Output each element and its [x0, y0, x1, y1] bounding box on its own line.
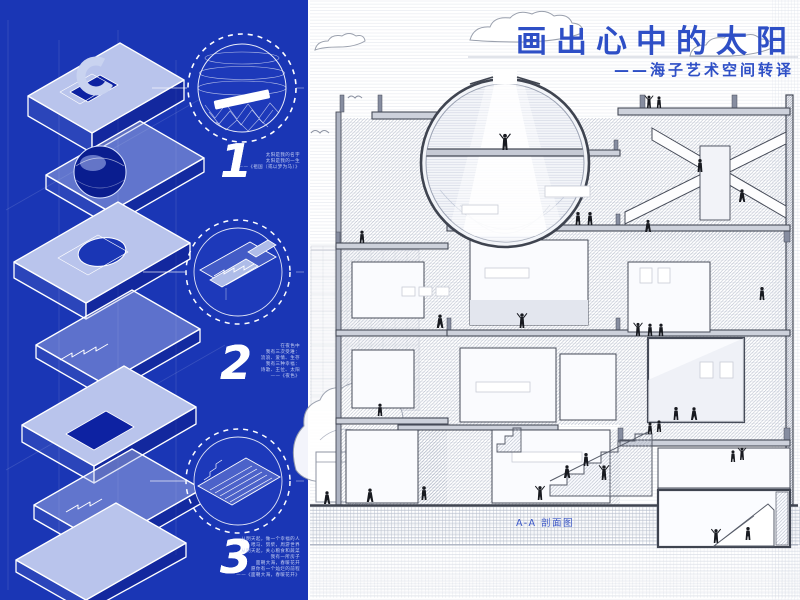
quote-line: 从明天起，做一个幸福的人	[241, 537, 300, 542]
artwork	[544, 185, 591, 198]
quote-line: 流浪、爱情、生存	[260, 356, 300, 361]
room-floor-shade	[648, 338, 744, 422]
poster-title: 画出心中的太阳	[516, 24, 796, 60]
index-number-2: 2	[220, 336, 253, 390]
connector-lines	[143, 87, 187, 482]
building-section	[323, 70, 794, 506]
bird-icon	[347, 95, 363, 99]
roof-opening	[493, 70, 517, 84]
c-shaped-wall	[76, 56, 116, 96]
poem-quote-3: 从明天起，做一个幸福的人 喂马、劈柴，周游世界 从明天起，关心粮食和蔬菜 我有一…	[150, 537, 300, 579]
sphere-slot	[213, 89, 270, 110]
grand-stair	[549, 433, 653, 497]
index-number-1: 1	[220, 134, 253, 188]
ramps	[624, 127, 787, 225]
room	[351, 349, 415, 409]
quote-line: 在夜色中	[280, 344, 300, 349]
quote-attribution: ——《祖国（或以梦为马）》	[238, 165, 300, 170]
quote-line: 从明天起，关心粮食和蔬菜	[241, 549, 300, 554]
room	[345, 429, 419, 504]
detail-circle-sphere	[187, 33, 297, 143]
quote-line: 太阳是我的一生	[265, 159, 300, 164]
detail-circle-stair	[185, 219, 291, 325]
plate-3	[13, 201, 191, 320]
detail-circle-auditorium	[185, 428, 291, 534]
quote-line: 我有三种幸福：	[265, 362, 300, 367]
artworks	[401, 267, 734, 463]
quote-attribution: ——《夜色》	[270, 374, 300, 379]
plate-7	[15, 502, 187, 600]
stair-ribbon	[59, 343, 109, 361]
room	[559, 353, 617, 421]
quote-line: 愿你有一个灿烂的前程	[251, 567, 300, 572]
quote-line: 我有三次受难：	[265, 350, 300, 355]
small-stair	[496, 427, 522, 453]
blueprint-panel: 1 太阳是我的名字 太阳是我的一生 ——《祖国（或以梦为马）》 2 在夜色中 我…	[0, 0, 308, 600]
index-number-3: 3	[220, 530, 253, 584]
basement-pit	[656, 488, 792, 549]
poster-subtitle: ——海子艺术空间转译	[613, 61, 794, 79]
stair-ribbon	[65, 498, 103, 513]
sphere-hall	[419, 70, 591, 249]
poem-quote-1: 太阳是我的名字 太阳是我的一生 ——《祖国（或以梦为马）》	[150, 153, 300, 171]
quote-attribution: ——《面朝大海，春暖花开》	[236, 573, 300, 578]
room	[657, 447, 791, 489]
left-column	[335, 111, 342, 506]
basement-stair	[712, 503, 775, 547]
quote-line: 太阳是我的名字	[265, 153, 300, 158]
plate-5	[21, 365, 197, 484]
birds	[310, 95, 363, 134]
bird-icon	[310, 129, 330, 134]
exploded-axon-drawing	[5, 20, 304, 600]
elevator-shaft	[699, 145, 731, 221]
room-floor-shade	[470, 300, 588, 325]
clouds	[314, 10, 773, 57]
edge-ticks	[296, 87, 304, 482]
hall-floor-slab	[426, 148, 584, 157]
artwork	[461, 204, 499, 215]
quote-line: 喂马、劈柴，周游世界	[251, 543, 300, 548]
axon-plates	[13, 42, 205, 600]
quote-line: 诗歌、王位、太阳	[260, 368, 300, 373]
poem-quote-2: 在夜色中 我有三次受难： 流浪、爱情、生存 我有三种幸福： 诗歌、王位、太阳 —…	[150, 344, 300, 380]
model-sphere	[73, 145, 127, 199]
cloud-icon	[469, 10, 583, 43]
quote-line: 面朝大海，春暖花开	[255, 561, 300, 566]
section-label: A-A 剖面图	[516, 517, 574, 529]
cloud-icon	[689, 33, 773, 57]
cloud-icon	[314, 33, 366, 51]
ground	[310, 488, 800, 598]
quote-line: 我有一所房子	[270, 555, 300, 560]
